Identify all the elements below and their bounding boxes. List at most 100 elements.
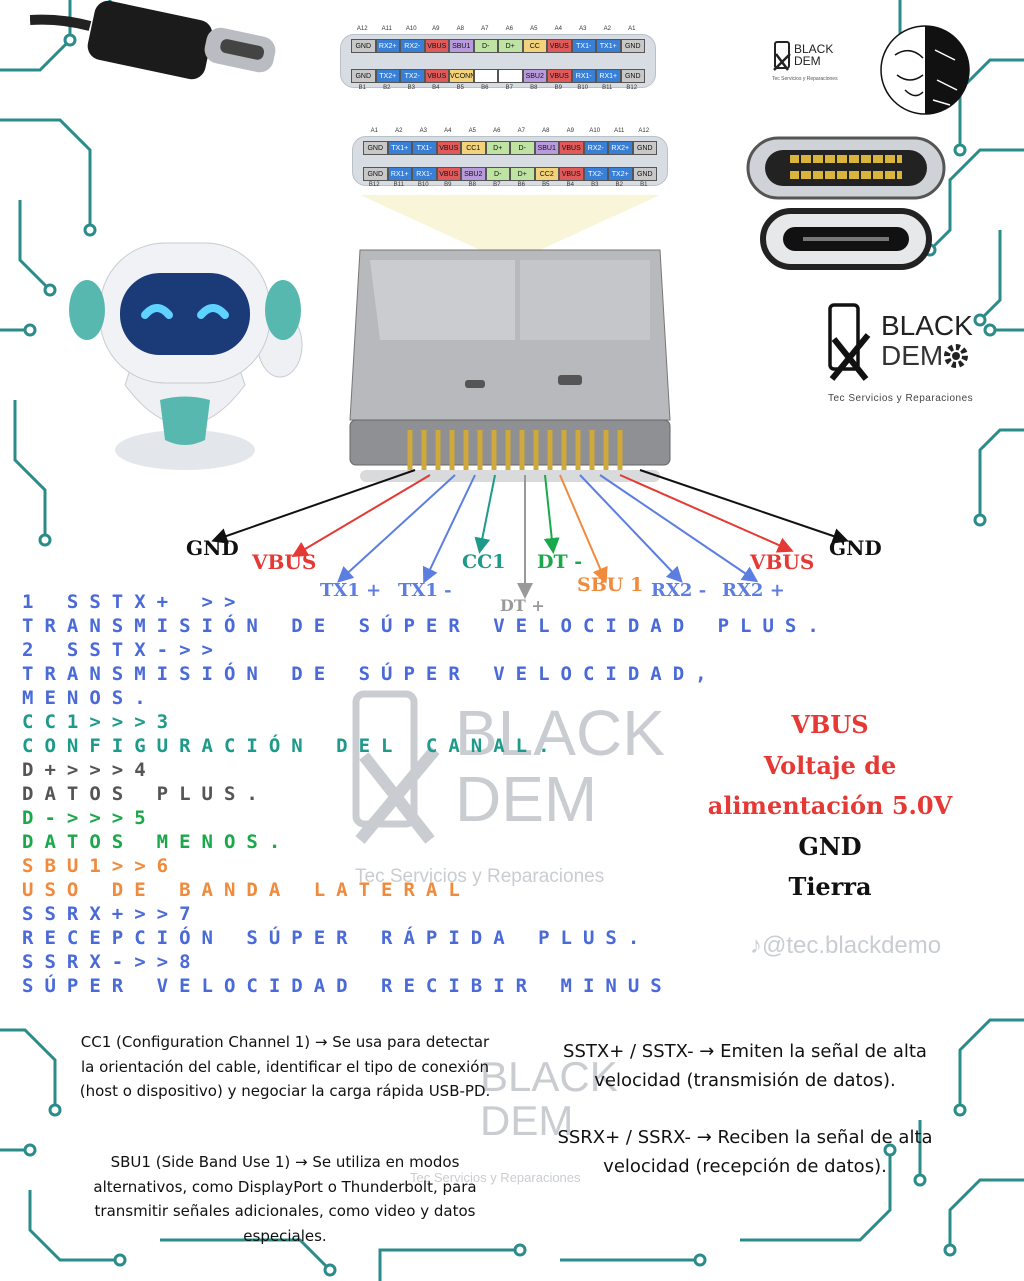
pin-cell: VCONN <box>449 69 474 83</box>
pin-number: B2 <box>615 182 623 188</box>
pin-number: A1 <box>370 128 378 134</box>
pin-cell: RX1+ <box>596 69 621 83</box>
description-line: SSRX->>8 <box>22 951 202 973</box>
pin-cell: D+ <box>510 167 535 181</box>
pin-cell: RX1+ <box>387 167 412 181</box>
pin-arrows <box>211 469 849 599</box>
pin-cell <box>498 69 523 83</box>
legend-vbus-desc-1: Voltaje de <box>763 750 897 780</box>
watermark-subtitle: Tec Servicios y Reparaciones <box>410 1170 581 1185</box>
power-legend: VBUS Voltaje de alimentación 5.0V GND Ti… <box>690 705 970 908</box>
pin-cell: D+ <box>485 141 510 155</box>
pin-label-tx1-minus: TX1 - <box>398 580 452 601</box>
pin-number: B7 <box>505 85 513 91</box>
pin-cell: VBUS <box>559 141 584 155</box>
pin-number: A8 <box>542 128 550 134</box>
pin-number: A5 <box>468 128 476 134</box>
watermark-line1: BLACK <box>480 1053 618 1100</box>
description-line: TRANSMISIÓN DE SÚPER VELOCIDAD PLUS. <box>22 615 830 637</box>
pin-number: B9 <box>444 182 452 188</box>
usb-c-receptacle-image <box>349 195 671 482</box>
pin-label-vbus-left: VBUS <box>252 550 317 574</box>
description-line: SÚPER VELOCIDAD RECIBIR MINUS <box>22 975 673 997</box>
pin-number: A5 <box>530 26 538 32</box>
pin-number: A11 <box>381 26 392 32</box>
usb-c-port-images <box>746 136 946 270</box>
legend-gnd: GND <box>798 831 862 861</box>
pin-number: B9 <box>554 85 562 91</box>
pin-cell: CC <box>522 39 547 53</box>
pin-cell: RX1- <box>571 69 596 83</box>
logo-line1: BLACK <box>881 310 973 341</box>
logo-line1: BLACK <box>794 42 834 56</box>
pin-label-rx2-minus: RX2 - <box>651 580 707 601</box>
pin-cell: TX1- <box>571 39 596 53</box>
pin-number: B7 <box>493 182 501 188</box>
watermark-line1: BLACK <box>455 697 665 769</box>
logo-subtitle: Tec Servicios y Reparaciones <box>828 393 974 404</box>
pin-cell: GND <box>620 69 645 83</box>
watermark-logo: BLACK DEM Tec Servicios y Reparaciones <box>350 690 680 890</box>
description-line: SSRX+>>7 <box>22 903 202 925</box>
pin-cell: TX2+ <box>375 69 400 83</box>
description-line: CC1>>>3 <box>22 711 180 733</box>
robot-mascot-image <box>69 242 303 470</box>
pin-label-vbus-right: VBUS <box>750 550 815 574</box>
note-cc1: CC1 (Configuration Channel 1) → Se usa p… <box>79 1033 491 1100</box>
pin-number: B3 <box>591 182 599 188</box>
pin-cell: VBUS <box>559 167 584 181</box>
pin-label-cc1: CC1 <box>462 551 506 573</box>
pin-number: A10 <box>589 128 601 134</box>
tiktok-watermark: ♪@tec.blackdemo <box>750 932 941 960</box>
phone-tools-icon <box>828 303 871 381</box>
pin-cell: D- <box>473 39 498 53</box>
description-line: TRANSMISIÓN DE SÚPER VELOCIDAD, <box>22 663 718 685</box>
pin-number: A10 <box>405 26 417 32</box>
logo-large: BLACK DEM Tec Servicios y Reparaciones <box>826 303 1001 408</box>
pin-label-sbu1: SBU 1 <box>577 574 644 596</box>
pin-number: A4 <box>444 128 452 134</box>
pin-cell: TX2+ <box>608 167 633 181</box>
pin-cell: RX2- <box>400 39 425 53</box>
description-line: DATOS PLUS. <box>22 783 269 805</box>
pin-label-tx1-plus: TX1 + <box>320 580 382 601</box>
watermark-logo-small: BLACK DEM Tec Servicios y Reparaciones <box>410 1053 640 1186</box>
description-line: D+>>>4 <box>22 759 157 781</box>
pin-cell: GND <box>632 141 657 155</box>
pin-cell: SBU1 <box>534 141 559 155</box>
logo-line2: DEM <box>881 340 944 371</box>
tiktok-icon: ♪ <box>750 932 762 959</box>
pin-number: B11 <box>393 182 404 188</box>
description-line: MENOS. <box>22 687 157 709</box>
pin-cell: TX1+ <box>596 39 621 53</box>
pin-cell: CC1 <box>461 141 486 155</box>
pin-number: B10 <box>577 85 589 91</box>
description-line: 2 SSTX->> <box>22 639 224 661</box>
pin-cell: VBUS <box>436 141 461 155</box>
pin-cell: VBUS <box>424 69 449 83</box>
pin-number: A7 <box>517 128 525 134</box>
watermark-line2: DEM <box>455 763 598 835</box>
phone-tools-icon <box>352 690 440 844</box>
pin-cell <box>473 69 498 83</box>
description-line: 1 SSTX+ >> <box>22 591 247 613</box>
pin-number: A9 <box>566 128 574 134</box>
pin-cell: CC2 <box>534 167 559 181</box>
pin-cell: GND <box>620 39 645 53</box>
pin-number: B5 <box>542 182 550 188</box>
pin-label-gnd-left: GND <box>186 536 239 560</box>
pin-number: B1 <box>358 85 366 91</box>
legend-vbus-desc-2: alimentación 5.0V <box>707 791 953 820</box>
pin-cell: GND <box>632 167 657 181</box>
pin-number: B12 <box>626 85 638 91</box>
pin-cell: RX2+ <box>375 39 400 53</box>
pin-number: B3 <box>407 85 415 91</box>
pin-number: A3 <box>579 26 587 32</box>
pin-cell: GND <box>363 167 388 181</box>
tiktok-handle: @tec.blackdemo <box>762 932 942 959</box>
pin-cell: VBUS <box>424 39 449 53</box>
